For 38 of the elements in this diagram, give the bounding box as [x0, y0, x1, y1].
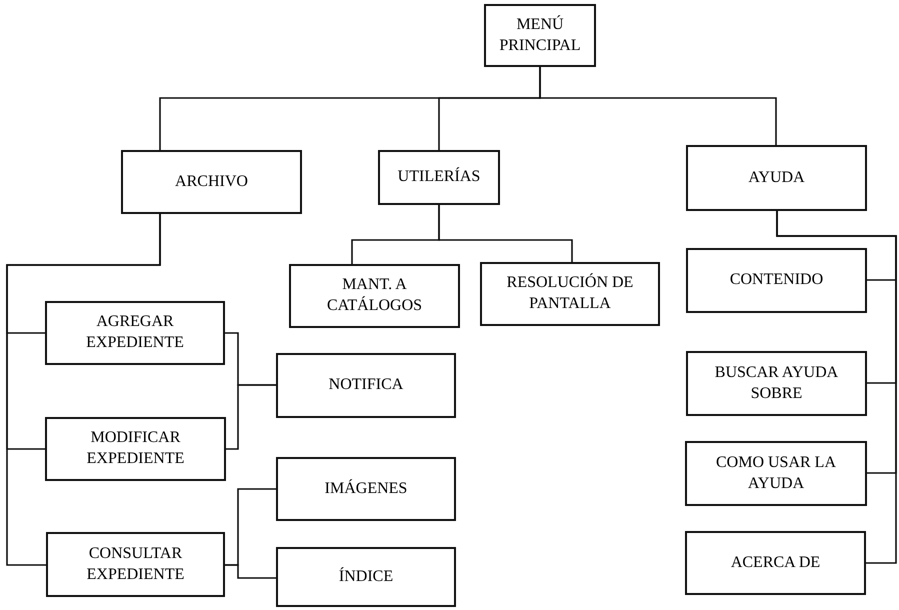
menu-box: [378, 150, 500, 205]
menu-box: [686, 248, 867, 313]
menu-box: [480, 262, 660, 326]
menu-box: [484, 4, 596, 67]
box-label: MANT. A CATÁLOGOS: [326, 275, 424, 316]
connector-line: [226, 384, 276, 450]
connector-line: [776, 211, 897, 564]
menu-box: [289, 264, 460, 328]
box-label: COMO USAR LA AYUDA: [714, 452, 837, 494]
box-label: ACERCA DE: [730, 552, 820, 573]
box-label: ÍNDICE: [338, 566, 394, 587]
menu-box: [276, 547, 456, 607]
connector-line: [438, 205, 573, 262]
box-label: MODIFICAR EXPEDIENTE: [86, 428, 186, 469]
box-label: IMÁGENES: [324, 478, 408, 499]
menu-box: [686, 351, 867, 416]
box-label: MENÚ PRINCIPAL: [498, 14, 582, 56]
box-label: RESOLUCIÓN DE PANTALLA: [506, 273, 634, 314]
menu-box: [46, 532, 225, 597]
box-label: CONSULTAR EXPEDIENTE: [86, 544, 186, 584]
box-label: AGREGAR EXPEDIENTE: [85, 312, 185, 353]
box-label: UTILERÍAS: [398, 167, 480, 188]
box-label: CONTENIDO: [730, 270, 824, 290]
box-label: BUSCAR AYUDA SOBRE: [714, 362, 840, 404]
menu-box: [685, 531, 866, 595]
menu-box: [45, 417, 226, 481]
menu-box: [276, 457, 456, 521]
menu-box: [121, 150, 302, 214]
box-label: AYUDA: [748, 168, 805, 188]
menu-box: [685, 441, 867, 506]
box-label: ARCHIVO: [175, 172, 248, 192]
menu-box: [45, 301, 225, 365]
box-label: NOTIFICA: [328, 375, 404, 396]
menu-box: [686, 145, 867, 211]
connector-line: [225, 564, 276, 579]
connector-line: [539, 67, 777, 145]
menu-box: [276, 353, 456, 418]
connector-line: [6, 214, 161, 566]
